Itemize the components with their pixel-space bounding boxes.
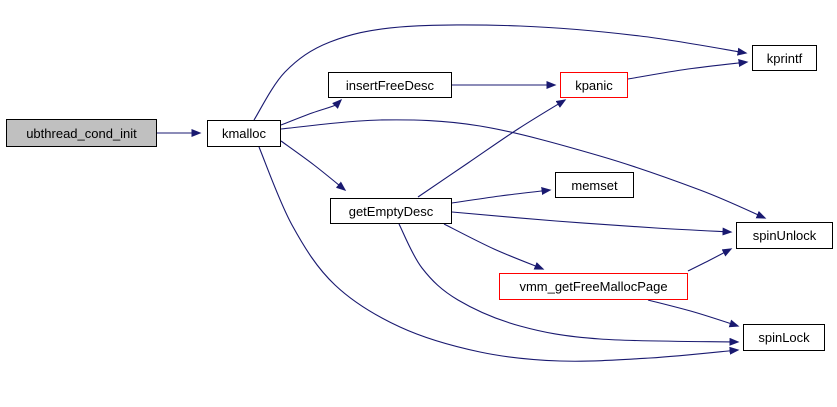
node-spinLock[interactable]: spinLock: [743, 324, 825, 351]
edge-getEmptyDesc-to-spinLock: [398, 223, 740, 346]
edge-vmm_getFreeMallocPage-to-spinLock: [647, 299, 740, 328]
edge-kmalloc-to-spinLock: [258, 146, 740, 362]
node-kpanic[interactable]: kpanic: [560, 72, 628, 98]
edge-vmm_getFreeMallocPage-to-spinUnlock: [687, 248, 733, 272]
node-insertFreeDesc[interactable]: insertFreeDesc: [328, 72, 452, 98]
node-label: spinLock: [758, 330, 810, 345]
edge-kmalloc-to-spinUnlock: [280, 119, 767, 219]
node-label: ubthread_cond_init: [26, 125, 137, 141]
edge-getEmptyDesc-to-vmm_getFreeMallocPage: [443, 223, 545, 270]
node-kmalloc[interactable]: kmalloc: [207, 120, 281, 147]
node-getEmptyDesc[interactable]: getEmptyDesc: [330, 198, 452, 224]
node-ubthread_cond_init: ubthread_cond_init: [6, 119, 157, 147]
edge-getEmptyDesc-to-memset: [451, 187, 552, 204]
node-memset[interactable]: memset: [555, 172, 634, 198]
edge-getEmptyDesc-to-spinUnlock: [451, 211, 733, 236]
node-label: insertFreeDesc: [345, 77, 435, 93]
edge-kmalloc-to-kprintf: [253, 24, 748, 121]
node-vmm_getFreeMallocPage[interactable]: vmm_getFreeMallocPage: [499, 273, 688, 300]
node-label: kprintf: [766, 50, 803, 66]
edge-kmalloc-to-getEmptyDesc: [280, 140, 347, 191]
node-spinUnlock[interactable]: spinUnlock: [736, 222, 833, 249]
node-label: memset: [571, 177, 618, 193]
edge-kpanic-to-kprintf: [627, 59, 749, 80]
node-label: vmm_getFreeMallocPage: [519, 279, 668, 294]
edge-kmalloc-to-insertFreeDesc: [280, 98, 343, 126]
edge-getEmptyDesc-to-kpanic: [417, 99, 567, 198]
node-label: getEmptyDesc: [348, 203, 434, 219]
node-label: spinUnlock: [752, 228, 817, 243]
node-kprintf[interactable]: kprintf: [752, 45, 817, 71]
node-label: kmalloc: [221, 126, 267, 141]
node-label: kpanic: [575, 77, 613, 93]
